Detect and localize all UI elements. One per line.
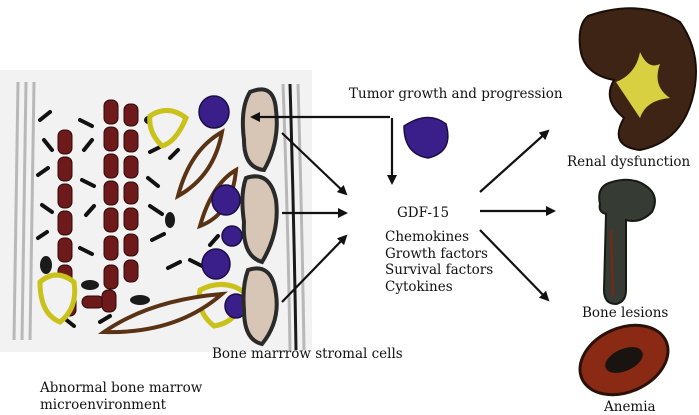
factor-list: Chemokines Growth factors Survival facto… — [385, 229, 493, 295]
left-bone-stripes — [12, 81, 36, 341]
bone-marrow-stromal-cells — [240, 87, 279, 347]
anemia-label: Anemia — [604, 399, 656, 415]
factor-cytokines: Cytokines — [385, 278, 453, 295]
myeloma-cells — [198, 95, 248, 319]
kidney-icon — [578, 7, 697, 152]
tumor-growth-label: Tumor growth and progression — [349, 86, 563, 102]
stromal-cells-label: Bone marrrow stromal cells — [212, 346, 403, 362]
factor-survival: Survival factors — [385, 262, 494, 278]
arrow-to-anemia — [479, 229, 550, 302]
factor-growth: Growth factors — [385, 245, 488, 262]
abnormal-marrow-label: Abnormal bone marrow — [40, 380, 203, 396]
arrow-stromal-bottom — [281, 234, 348, 303]
bone-lesions-label: Bone lesions — [582, 305, 669, 321]
tumor-cell-icon — [403, 116, 449, 159]
bone-marrow-tissue — [0, 70, 312, 352]
arrow-to-renal — [479, 129, 550, 193]
gdf15-label: GDF-15 — [397, 205, 450, 221]
factor-chemokines: Chemokines — [385, 229, 470, 245]
right-bone-stripes — [281, 83, 306, 351]
arrow-stromal-top — [281, 132, 348, 196]
bone-icon — [598, 178, 656, 306]
red-blood-cell-icon — [578, 323, 670, 397]
microenvironment-label: microenvironment — [40, 397, 167, 413]
renal-dysfunction-label: Renal dysfunction — [567, 154, 691, 170]
arrows — [250, 112, 556, 303]
dark-granule-cells — [36, 110, 220, 328]
